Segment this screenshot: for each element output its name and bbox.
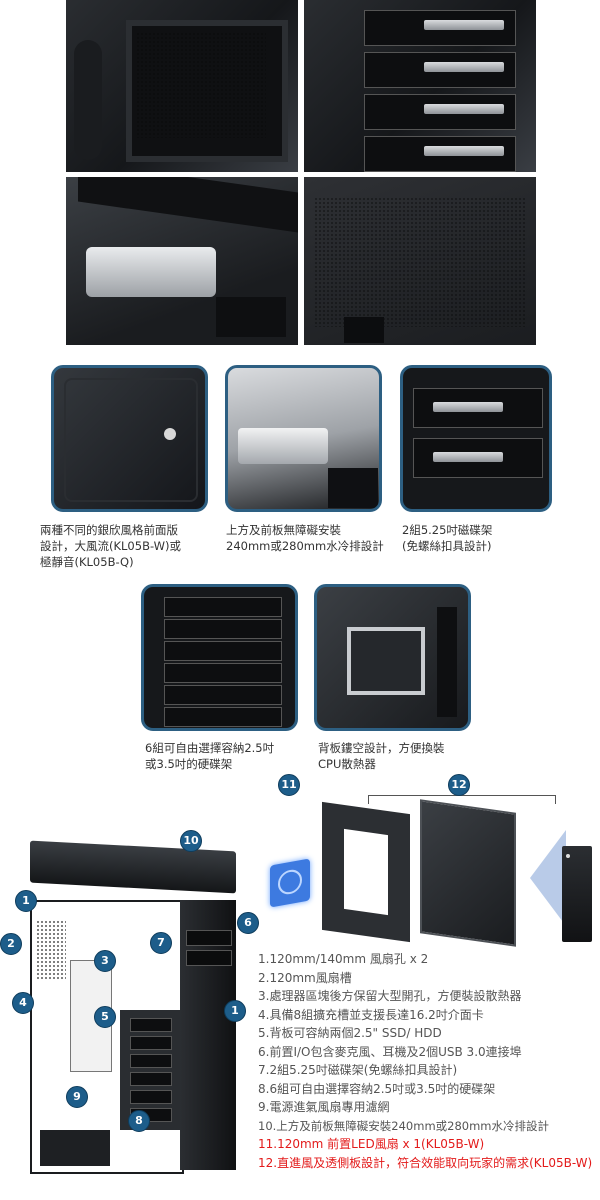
feature-item: 9.電源進氣風扇專用濾網	[258, 1100, 390, 1114]
callout-badge-4: 4	[12, 992, 34, 1014]
led-fan-illustration	[270, 858, 310, 908]
callout-badge-7: 7	[150, 932, 172, 954]
top-cover-illustration	[30, 840, 236, 894]
callout-badge-5: 5	[94, 1006, 116, 1028]
callout-badge-9: 9	[66, 1086, 88, 1108]
feature-item: 1.120mm/140mm 風扇孔 x 2	[258, 952, 429, 966]
bracket-line-12	[368, 795, 556, 804]
photo-front-panel-frame	[51, 365, 208, 512]
feature-item: 6.前置I/O包含麥克風、耳機及2個USB 3.0連接埠	[258, 1044, 522, 1059]
caption-backplate: 背板鏤空設計，方便換裝 CPU散熱器	[318, 741, 445, 771]
feature-item: 7.2組5.25吋磁碟架(免螺絲扣具設計)	[258, 1063, 458, 1077]
feature-item: 2.120mm風扇槽	[258, 970, 352, 985]
callout-badge-8: 8	[128, 1110, 150, 1132]
fan-icon	[278, 867, 302, 897]
callout-badge-10: 10	[180, 830, 202, 852]
callout-badge-2: 2	[0, 933, 22, 955]
feature-item-highlight: 11.120mm 前置LED風扇 x 1(KL05B-W)	[258, 1137, 485, 1151]
photo-front-mesh	[304, 177, 536, 345]
photo-top-radiator-frame	[225, 365, 382, 512]
callout-badge-11: 11	[278, 774, 300, 796]
photo-drive-bays-top	[304, 0, 536, 172]
caption-hdd-cage: 6組可自由選擇容納2.5吋 或3.5吋的硬碟架	[145, 741, 275, 771]
callout-badge-12: 12	[448, 774, 470, 796]
caption-525-bays: 2組5.25吋磁碟架 (免螺絲扣具設計)	[402, 523, 493, 553]
case-illustration	[30, 900, 240, 1180]
photo-side-fan-mount	[66, 0, 298, 172]
silverstone-logo-icon	[164, 428, 176, 440]
feature-item: 10.上方及前板無障礙安裝240mm或280mm水冷排設計	[258, 1118, 549, 1133]
feature-item: 5.背板可容納兩個2.5" SSD/ HDD	[258, 1026, 442, 1040]
caption-front-panel: 兩種不同的銀欣風格前面版 設計，大風流(KL05B-W)或 極靜音(KL05B-…	[40, 523, 181, 569]
front-panel-illustration	[562, 846, 592, 942]
photo-hdd-cage-frame	[141, 584, 298, 731]
callout-badge-3: 3	[94, 950, 116, 972]
feature-list: 1.120mm/140mm 風扇孔 x 2 2.120mm風扇槽 3.處理器區塊…	[258, 950, 598, 1172]
photo-top-radiator	[66, 177, 298, 345]
callout-badge-6: 6	[237, 912, 259, 934]
caption-top-radiator: 上方及前板無障礙安裝 240mm或280mm水冷排設計	[226, 523, 384, 553]
feature-item: 3.處理器區塊後方保留大型開孔，方便裝設散熱器	[258, 989, 522, 1003]
feature-item: 4.具備8組擴充槽並支援長達16.2吋介面卡	[258, 1007, 484, 1022]
photo-backplate-frame	[314, 584, 471, 731]
photo-525-bays-frame	[400, 365, 552, 512]
feature-item: 8.6組可自由選擇容納2.5吋或3.5吋的硬碟架	[258, 1081, 496, 1096]
callout-badge-1a: 1	[15, 890, 37, 912]
side-panel-solid	[420, 799, 516, 947]
airflow-arrow-icon	[530, 830, 566, 926]
side-panel-window	[322, 801, 410, 943]
callout-badge-1b: 1	[224, 1000, 246, 1022]
feature-item-highlight: 12.直進風及透側板設計，符合效能取向玩家的需求(KL05B-W)	[258, 1155, 593, 1170]
